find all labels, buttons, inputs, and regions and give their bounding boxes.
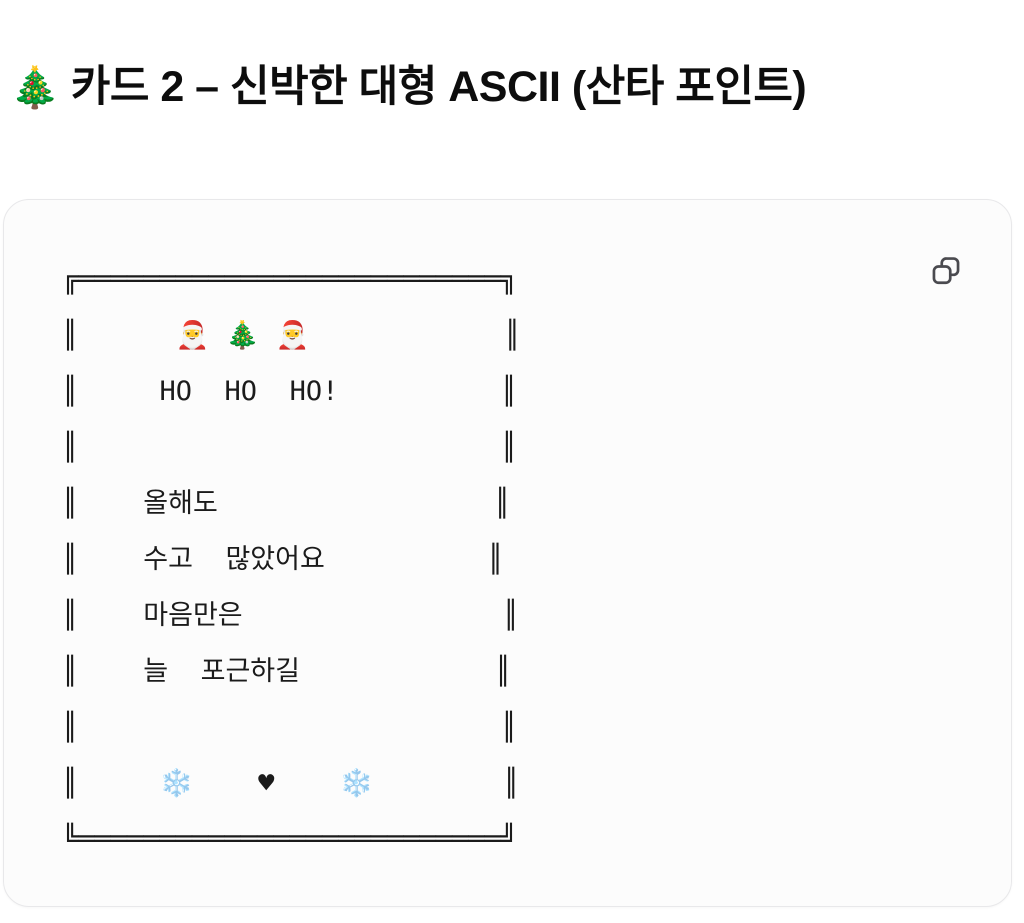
copy-icon [929, 254, 963, 288]
page-title-text: 카드 2 – 신박한 대형 ASCII (산타 포인트) [59, 62, 807, 111]
christmas-tree-icon: 🎄 [10, 65, 60, 110]
page-title: 🎄 카드 2 – 신박한 대형 ASCII (산타 포인트) [10, 57, 1000, 118]
ascii-card: ╔══════════════════════════╗ ║ 🎅 🎄 🎅 ║ ║… [3, 199, 1012, 907]
copy-button[interactable] [923, 248, 969, 294]
ascii-art-content: ╔══════════════════════════╗ ║ 🎅 🎄 🎅 ║ ║… [62, 264, 521, 855]
